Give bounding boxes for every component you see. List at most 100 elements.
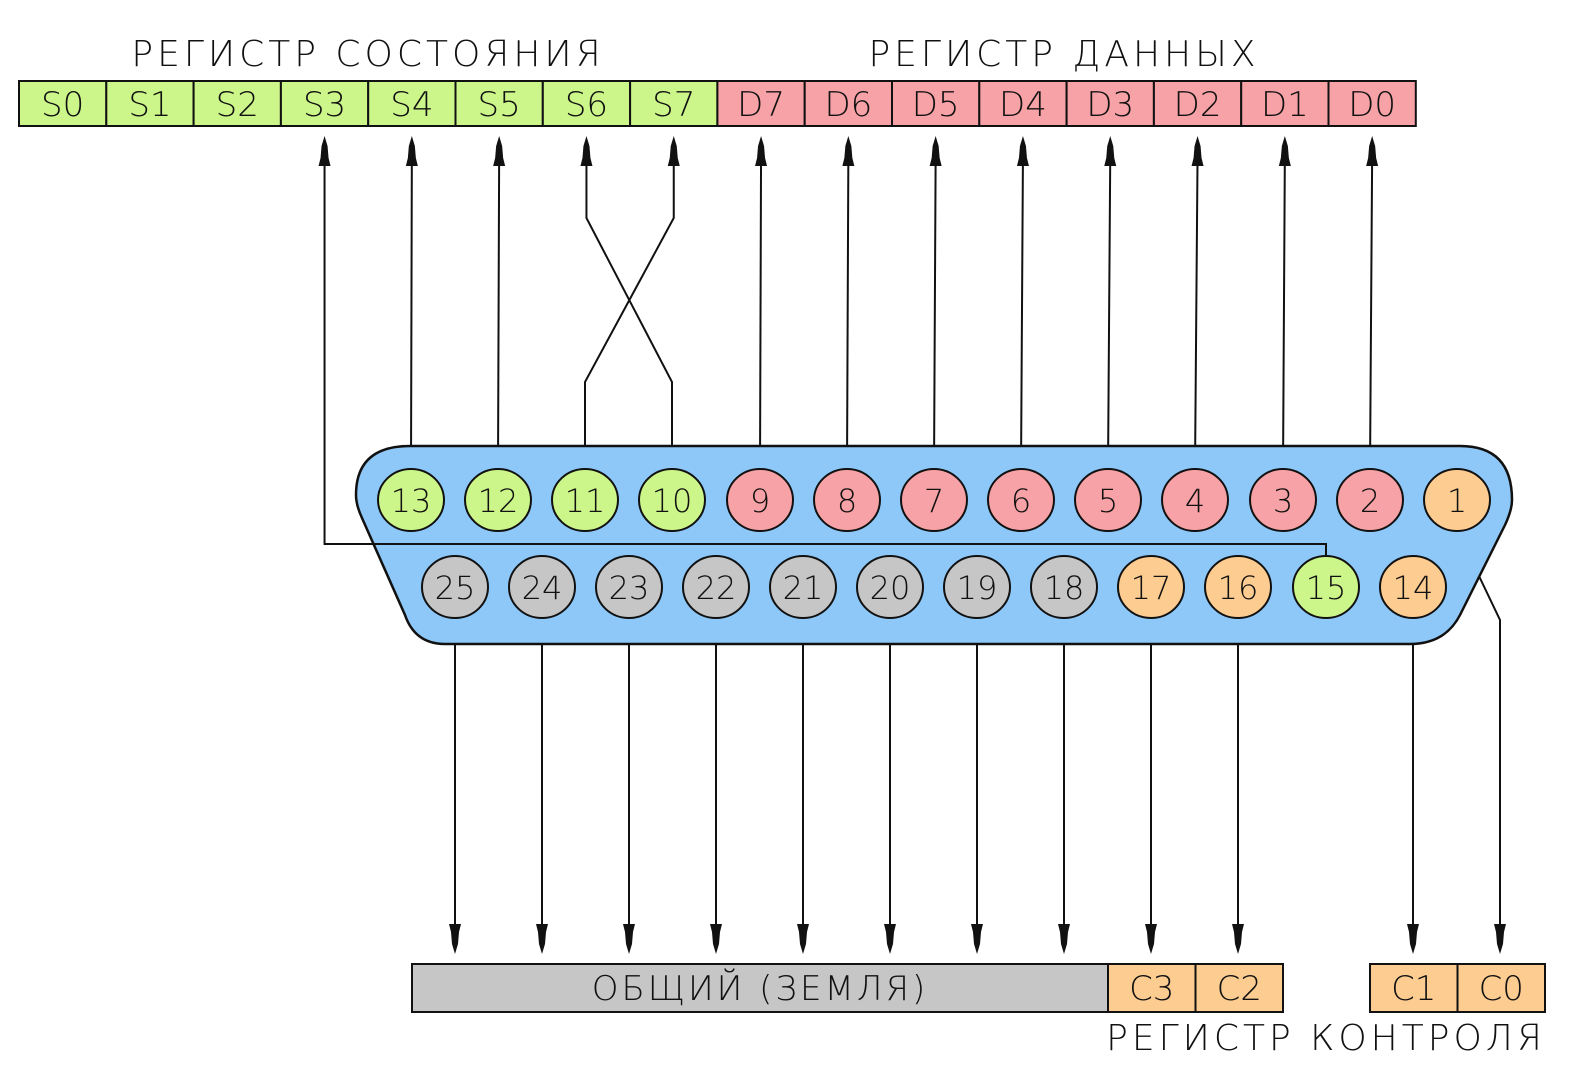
- register-cell-label: S6: [565, 85, 608, 125]
- pin-label: 1: [1447, 482, 1467, 520]
- pin-label: 16: [1218, 569, 1259, 607]
- pin-17: [1117, 555, 1185, 619]
- arrow-up-icon: [1366, 136, 1379, 166]
- pin-20: [856, 555, 924, 619]
- pin-1: [1423, 468, 1491, 532]
- register-cell-label: D3: [1086, 85, 1134, 125]
- pin-label: 13: [391, 482, 432, 520]
- arrow-down-icon: [623, 924, 635, 954]
- pin-label: 9: [750, 482, 770, 520]
- wire-pin-4-to-d2: [1194, 155, 1199, 471]
- pin-label: 17: [1131, 569, 1172, 607]
- wires-layer: [318, 136, 1506, 954]
- pin-label: 22: [696, 569, 737, 607]
- pin-5: [1074, 468, 1142, 532]
- pin-label: 12: [478, 482, 519, 520]
- pin-label: 3: [1273, 482, 1293, 520]
- wire-pin-15-overlay: [324, 543, 1327, 557]
- pin-7: [900, 468, 968, 532]
- arrow-down-icon: [971, 924, 983, 954]
- arrow-up-icon: [1191, 136, 1204, 166]
- arrow-down-icon: [449, 924, 461, 954]
- register-cell-label: C0: [1479, 969, 1524, 1009]
- register-cell-label: D1: [1261, 85, 1309, 125]
- register-cell-s2: [192, 80, 282, 127]
- register-cell-label: D5: [912, 85, 960, 125]
- pin-label: 23: [609, 569, 650, 607]
- pin-label: 15: [1306, 569, 1347, 607]
- pin-label: 25: [435, 569, 476, 607]
- pin-label: 24: [522, 569, 563, 607]
- pin-9: [726, 468, 794, 532]
- wire-pin-10-to-s6: [585, 156, 673, 470]
- register-cell-label: D0: [1348, 85, 1396, 125]
- pin-label: 11: [565, 482, 606, 520]
- register-cell-d1: [1240, 80, 1330, 127]
- pin-label: 5: [1098, 482, 1118, 520]
- wire-pin-9-to-d7: [759, 155, 763, 471]
- pin-label: 7: [924, 482, 944, 520]
- pin-8: [813, 468, 881, 532]
- arrow-up-icon: [580, 136, 593, 166]
- register-cell-label: S4: [390, 85, 433, 125]
- wire-pin-11-to-s7: [584, 156, 675, 470]
- pin-10: [638, 468, 706, 532]
- register-cell-d3: [1065, 80, 1155, 127]
- pin-2: [1336, 468, 1404, 532]
- pin-21: [769, 555, 837, 619]
- wire-pin-7-to-d5: [933, 155, 937, 471]
- pin-label: 2: [1360, 482, 1380, 520]
- register-cell-d6: [803, 80, 894, 127]
- register-cell-label: D4: [999, 85, 1047, 125]
- register-cell-label: S7: [652, 85, 695, 125]
- pin-22: [682, 555, 750, 619]
- pin-label: 6: [1011, 482, 1031, 520]
- arrow-up-icon: [405, 136, 418, 166]
- pin-label: 14: [1393, 569, 1434, 607]
- register-cell-c3: [1107, 963, 1197, 1013]
- arrow-up-icon: [1104, 136, 1117, 166]
- register-cell-d4: [978, 80, 1068, 127]
- control-register-title: РЕГИСТР КОНТРОЛЯ: [1106, 1018, 1546, 1059]
- wire-pin-6-to-d4: [1020, 155, 1024, 471]
- pin-label: 19: [957, 569, 998, 607]
- register-cell-label: S0: [41, 85, 84, 125]
- arrow-down-icon: [1232, 924, 1244, 954]
- register-cell-d0: [1327, 80, 1417, 127]
- pin-15: [1292, 555, 1360, 619]
- pin-25: [421, 555, 489, 619]
- arrow-down-icon: [1407, 924, 1419, 954]
- pin-19: [943, 555, 1011, 619]
- pin-label: 4: [1185, 482, 1205, 520]
- register-cell-s3: [279, 80, 370, 127]
- wire-pin-5-to-d3: [1107, 155, 1112, 471]
- status-register-title: РЕГИСТР СОСТОЯНИЯ: [131, 34, 604, 75]
- arrow-down-icon: [1145, 924, 1157, 954]
- arrow-up-icon: [1016, 136, 1029, 166]
- arrow-up-icon: [1278, 136, 1291, 166]
- arrow-up-icon: [318, 136, 331, 166]
- register-cell-s0: [18, 80, 108, 127]
- register-cell-label: S3: [303, 85, 346, 125]
- register-cell-s1: [105, 80, 195, 127]
- pin-label: 8: [837, 482, 857, 520]
- register-cell-s5: [454, 80, 544, 127]
- ground-register: [411, 963, 1109, 1013]
- register-cell-label: C1: [1391, 969, 1436, 1009]
- db25-connector: 1234567891011121314151617181920212223242…: [324, 444, 1514, 646]
- pin-label: 18: [1044, 569, 1085, 607]
- arrow-up-icon: [842, 136, 855, 166]
- pin-23: [595, 555, 663, 619]
- pin-12: [464, 468, 532, 532]
- arrow-down-icon: [1058, 924, 1070, 954]
- register-cell-label: S1: [128, 85, 171, 125]
- pin-3: [1249, 468, 1317, 532]
- ground-register-label: ОБЩИЙ (ЗЕМЛЯ): [592, 968, 929, 1009]
- arrow-up-icon: [929, 136, 942, 166]
- register-cell-label: D7: [737, 85, 785, 125]
- register-cell-label: C3: [1129, 969, 1174, 1009]
- pin-13: [377, 468, 445, 532]
- data-register-title: РЕГИСТР ДАННЫХ: [868, 34, 1259, 75]
